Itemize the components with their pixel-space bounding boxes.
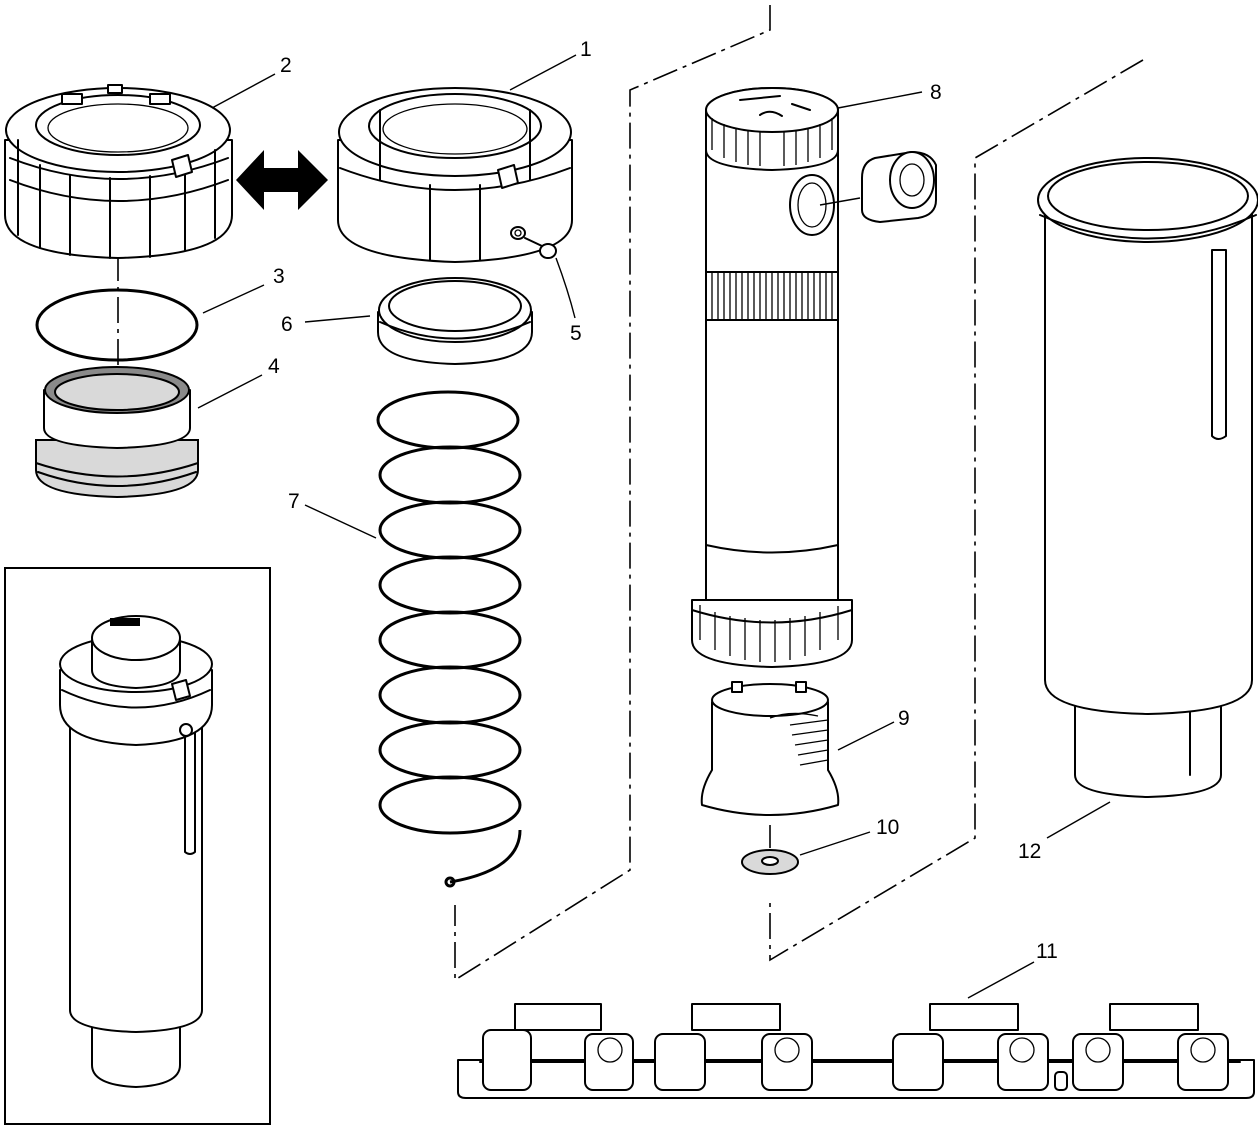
callout-labels: 1 2 3 4 5 6 7 8 9 10 11 12 — [268, 38, 1058, 963]
callout-7: 7 — [288, 490, 300, 513]
assembled-unit-inset — [4, 567, 271, 1125]
part-9-housing — [700, 681, 840, 816]
part-8-riser-assembly — [691, 87, 853, 668]
callout-11: 11 — [1036, 940, 1058, 963]
part-10-nut — [741, 849, 799, 875]
callout-2: 2 — [280, 54, 292, 77]
callout-12: 12 — [1018, 840, 1041, 863]
interchangeable-arrow — [236, 150, 328, 210]
part-11-nozzle-rack — [457, 1003, 1255, 1099]
part-7-spring — [376, 390, 522, 888]
callout-9: 9 — [898, 707, 910, 730]
part-3-o-ring — [35, 288, 199, 362]
callout-4: 4 — [268, 355, 280, 378]
callout-1: 1 — [580, 38, 592, 61]
callout-8: 8 — [930, 81, 942, 104]
part-12-case — [1037, 157, 1258, 798]
assembly-centerlines — [117, 5, 1144, 982]
part-6-ring — [377, 277, 533, 365]
part-2-body-cap — [4, 84, 233, 259]
part-5-screw — [524, 237, 557, 259]
callout-10: 10 — [876, 816, 899, 839]
part-1-body-cap — [337, 87, 573, 263]
callout-3: 3 — [273, 265, 285, 288]
callout-5: 5 — [570, 322, 582, 345]
part-4-seal-ring — [35, 366, 199, 499]
leader-lines — [197, 54, 1111, 999]
inset-frame — [4, 567, 271, 1125]
nozzle-insert — [819, 151, 937, 223]
callout-6: 6 — [281, 313, 293, 336]
